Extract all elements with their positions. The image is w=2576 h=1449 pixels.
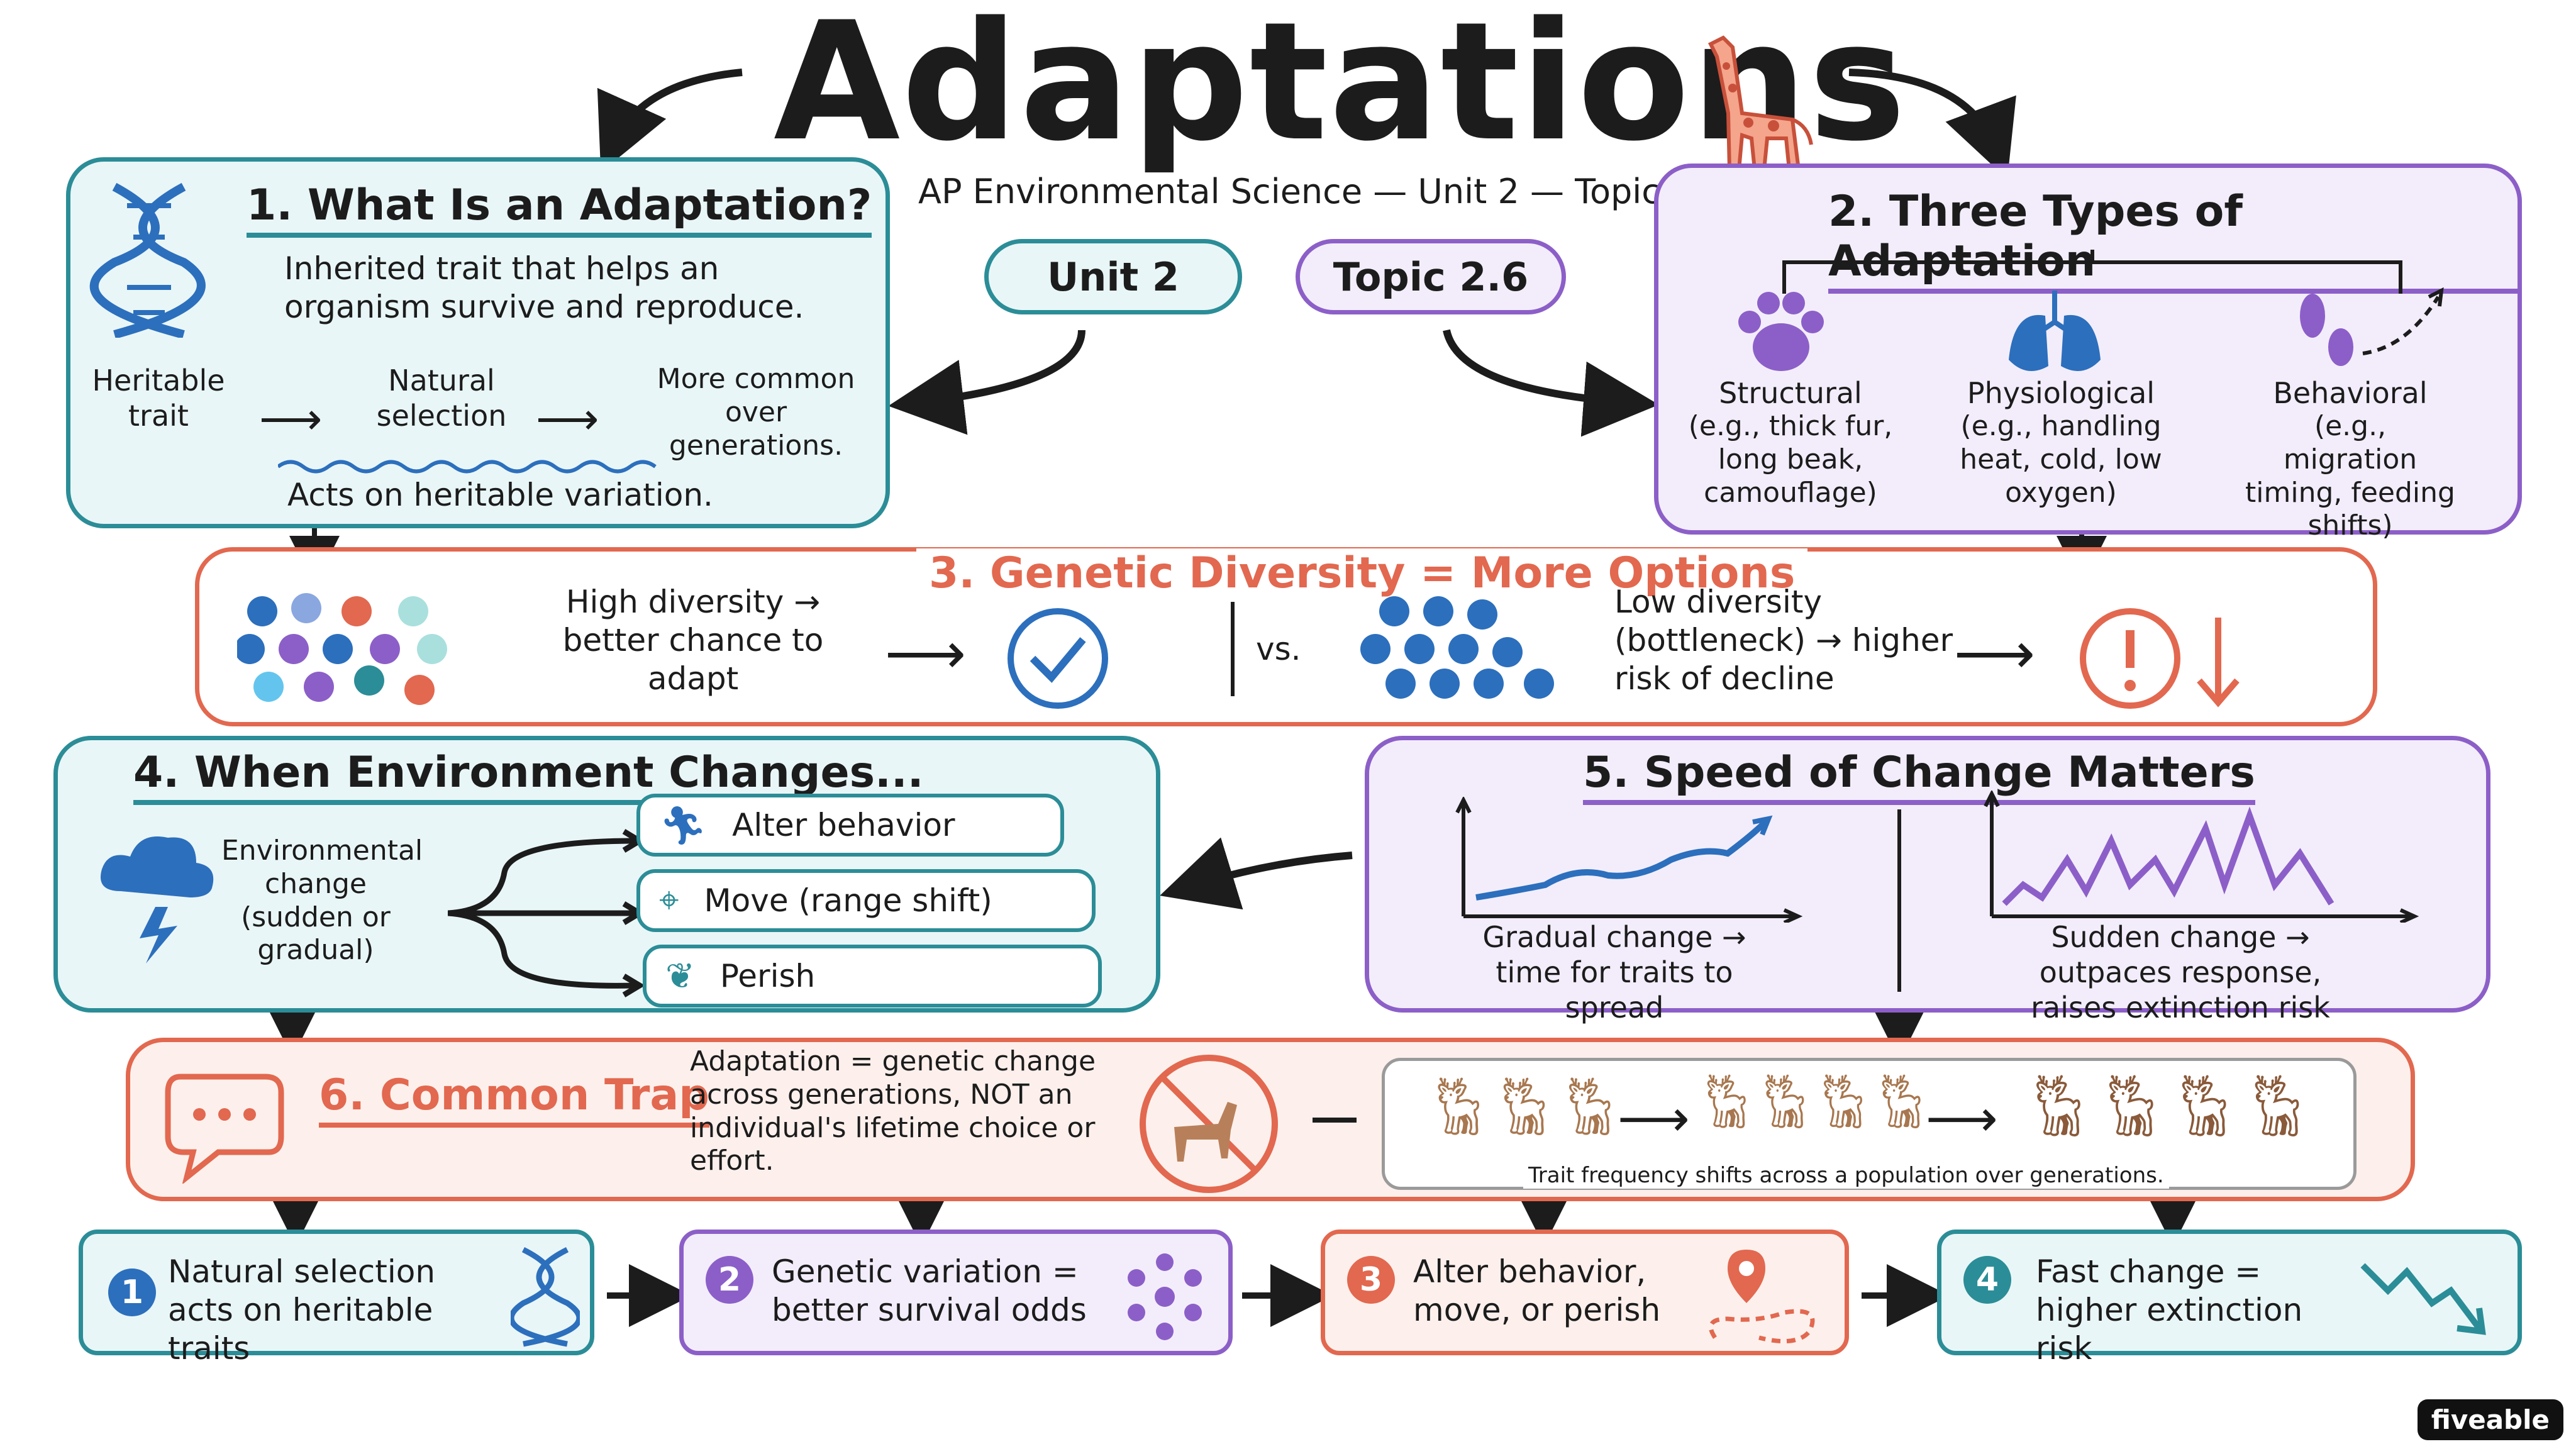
bracket-lines bbox=[1782, 250, 2402, 294]
population-caption: Trait frequency shifts across a populati… bbox=[1523, 1163, 2169, 1189]
no-individual-deer-icon bbox=[1140, 1055, 1278, 1193]
flow-arrow: ⟶ bbox=[259, 393, 323, 445]
type-structural-name: Structural bbox=[1719, 376, 1862, 410]
running-person-icon: 🏃︎ bbox=[659, 803, 708, 848]
summary-number: 4 bbox=[1963, 1256, 2011, 1304]
population-shift-panel: 🦌︎🦌︎🦌︎ ⟶ 🦌︎🦌︎🦌︎🦌︎ ⟶ 🦌︎🦌︎🦌︎🦌︎ Trait frequ… bbox=[1382, 1058, 2357, 1190]
vs-text: vs. bbox=[1256, 631, 1301, 667]
speech-bubble-icon bbox=[165, 1074, 284, 1184]
type-physiological-name: Physiological bbox=[1967, 376, 2155, 410]
summary-text: Fast change = higher extinction risk bbox=[2036, 1253, 2303, 1367]
summary-card-2: 2 Genetic variation = better survival od… bbox=[679, 1230, 1233, 1355]
section5-title: 5. Speed of Change Matters bbox=[1583, 748, 2255, 805]
type-behavioral-examples: (e.g., migration timing, feeding shifts) bbox=[2245, 410, 2455, 542]
summary-text: Natural selection acts on heritable trai… bbox=[168, 1253, 436, 1367]
lungs-icon bbox=[2009, 291, 2101, 371]
uniform-dots-icon bbox=[1360, 596, 1554, 699]
branching-arrows bbox=[448, 829, 645, 997]
sudden-change-graph bbox=[1984, 791, 2419, 923]
wavy-line bbox=[278, 460, 657, 474]
vs-divider bbox=[1231, 602, 1235, 696]
page-title: Adaptations bbox=[774, 0, 1907, 177]
type-physiological-examples: (e.g., handling heat, cold, low oxygen) bbox=[1960, 410, 2162, 509]
deer-group-middle-icon: 🦌︎🦌︎🦌︎🦌︎ bbox=[1693, 1070, 1935, 1132]
low-diversity-text: Low diversity (bottleneck) → higher risk… bbox=[1614, 584, 1953, 697]
summary-text: Genetic variation = better survival odds bbox=[772, 1253, 1087, 1328]
section4-title: 4. When Environment Changes... bbox=[133, 748, 924, 805]
sudden-change-text: Sudden change → outpaces response, raise… bbox=[2031, 920, 2330, 1025]
option-label: Alter behavior bbox=[732, 807, 955, 843]
option-alter-behavior: 🏃︎ Alter behavior bbox=[636, 794, 1064, 857]
footprints-icon bbox=[2300, 287, 2444, 366]
storm-cloud-icon bbox=[101, 836, 214, 963]
option-label: Perish bbox=[719, 958, 816, 994]
summary-number: 1 bbox=[108, 1269, 156, 1316]
deer-group-after-icon: 🦌︎🦌︎🦌︎🦌︎ bbox=[2020, 1070, 2315, 1141]
arrow-right: ⟶ bbox=[885, 621, 967, 687]
section-environment-changes: 4. When Environment Changes... Environme… bbox=[53, 736, 1160, 1013]
summary-number: 2 bbox=[706, 1256, 753, 1304]
warning-decline-icon bbox=[2080, 608, 2240, 709]
deer-group-before-icon: 🦌︎🦌︎🦌︎ bbox=[1423, 1074, 1626, 1140]
option-perish: ❦ Perish bbox=[643, 945, 1102, 1008]
section6-title: 6. Common Trap bbox=[319, 1070, 709, 1128]
summary-card-3: 3 Alter behavior, move, or perish bbox=[1321, 1230, 1849, 1355]
option-move-range-shift: ⌖ Move (range shift) bbox=[636, 869, 1096, 932]
summary-card-1: 1 Natural selection acts on heritable tr… bbox=[79, 1230, 594, 1367]
environmental-change-text: Environmental change (sudden or gradual) bbox=[221, 835, 423, 967]
flow-heritable-trait: Heritable trait bbox=[92, 364, 225, 433]
section-speed-of-change: 5. Speed of Change Matters Gradual chang… bbox=[1365, 736, 2490, 1024]
downtrend-icon bbox=[2360, 1263, 2486, 1335]
brand-logo: fiveable bbox=[2417, 1399, 2563, 1440]
arrow-right: ⟶ bbox=[1954, 621, 2036, 687]
paw-icon bbox=[1738, 292, 1824, 371]
page-subtitle: AP Environmental Science — Unit 2 — Topi… bbox=[918, 172, 1726, 211]
giraffe-icon bbox=[1707, 35, 1813, 172]
common-trap-text: Adaptation = genetic change across gener… bbox=[690, 1045, 1096, 1177]
type-behavioral-name: Behavioral bbox=[2273, 376, 2428, 410]
gradual-change-graph bbox=[1455, 797, 1803, 923]
topic-pill: Topic 2.6 bbox=[1296, 239, 1566, 314]
summary-text: Alter behavior, move, or perish bbox=[1413, 1253, 1661, 1328]
diverse-dots-icon bbox=[237, 593, 447, 705]
type-structural-examples: (e.g., thick fur, long beak, camouflage) bbox=[1688, 410, 1893, 509]
dash-separator bbox=[1313, 1118, 1357, 1123]
flow-more-common: More common over generations. bbox=[657, 363, 855, 462]
check-circle-icon bbox=[1008, 608, 1108, 709]
dot-ring-icon bbox=[1128, 1253, 1202, 1340]
section1-note: Acts on heritable variation. bbox=[287, 477, 713, 513]
high-diversity-text: High diversity → better chance to adapt bbox=[562, 584, 824, 697]
section2-title: 2. Three Types of Adaptation bbox=[1828, 187, 2518, 294]
unit-pill: Unit 2 bbox=[984, 239, 1242, 314]
section-what-is-adaptation: 1. What Is an Adaptation? Inherited trai… bbox=[66, 157, 890, 528]
section-three-types: 2. Three Types of Adaptation Structural … bbox=[1654, 164, 2522, 541]
arrow-right: ⟶ bbox=[1618, 1089, 1690, 1148]
arrow-right: ⟶ bbox=[1926, 1089, 1998, 1148]
summary-card-4: 4 Fast change = higher extinction risk bbox=[1937, 1230, 2522, 1367]
location-pin-icon: ⌖ bbox=[659, 880, 679, 921]
section-common-trap: 6. Common Trap Adaptation = genetic chan… bbox=[126, 1038, 2415, 1201]
map-route-icon bbox=[1708, 1250, 1815, 1344]
section5-divider bbox=[1897, 809, 1901, 992]
flow-natural-selection: Natural selection bbox=[376, 364, 507, 433]
dna-icon bbox=[89, 182, 206, 338]
section1-title: 1. What Is an Adaptation? bbox=[247, 180, 872, 238]
dna-icon bbox=[511, 1246, 580, 1347]
section3-title: 3. Genetic Diversity = More Options bbox=[916, 548, 1808, 598]
flow-arrow: ⟶ bbox=[536, 393, 599, 445]
section-genetic-diversity: 3. Genetic Diversity = More Options High… bbox=[195, 547, 2377, 726]
wilted-plant-icon: ❦ bbox=[665, 955, 695, 997]
summary-number: 3 bbox=[1347, 1256, 1395, 1304]
section1-definition: Inherited trait that helps an organism s… bbox=[284, 250, 804, 325]
option-label: Move (range shift) bbox=[704, 882, 992, 919]
gradual-change-text: Gradual change → time for traits to spre… bbox=[1482, 920, 1746, 1025]
